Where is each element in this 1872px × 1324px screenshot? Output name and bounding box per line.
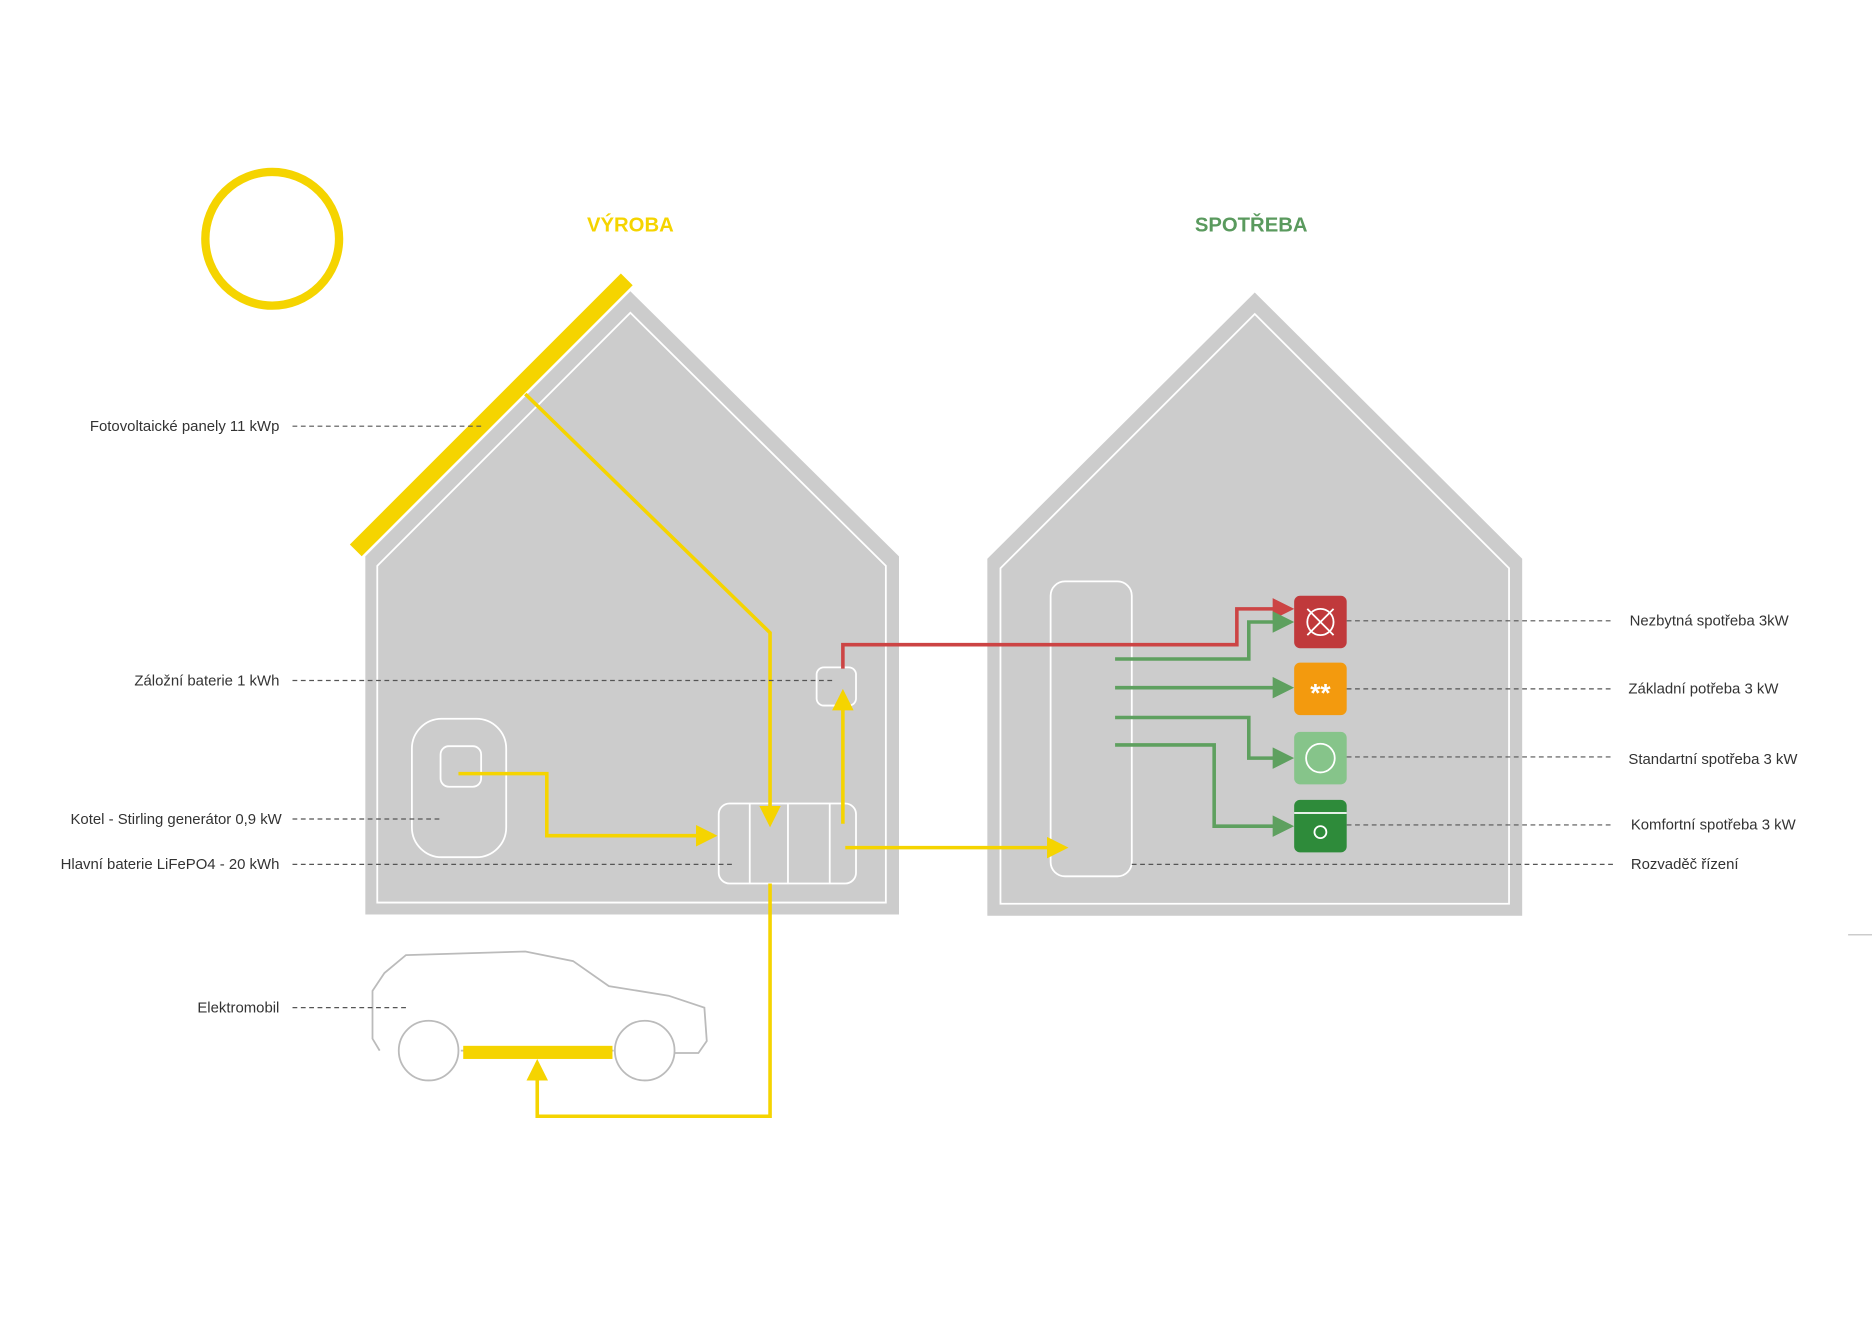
main-battery [717, 802, 857, 885]
boiler-core [439, 745, 483, 788]
electric-car [371, 950, 708, 1082]
two-stars-icon: ** [1294, 662, 1347, 716]
control-switchboard [1049, 580, 1133, 878]
circle-icon [1294, 731, 1347, 785]
label-electric-car: Elektromobil [197, 999, 279, 1016]
svg-text:**: ** [1310, 678, 1331, 708]
sun-icon [201, 167, 344, 310]
label-basic: Základní potřeba 3 kW [1628, 681, 1779, 698]
label-boiler: Kotel - Stirling generátor 0,9 kW [70, 811, 282, 828]
label-essential: Nezbytná spotřeba 3kW [1630, 613, 1790, 630]
consumption-title: SPOTŘEBA [1195, 213, 1308, 237]
solar-panel [349, 273, 633, 557]
label-standard: Standartní spotřeba 3 kW [1628, 751, 1798, 768]
production-house [365, 291, 899, 915]
label-main-battery: Hlavní baterie LiFePO4 - 20 kWh [61, 856, 280, 873]
boiler-stirling-generator [410, 717, 508, 859]
consumption-house [987, 292, 1523, 916]
label-comfort: Komfortní spotřeba 3 kW [1631, 817, 1797, 834]
label-pv-panels: Fotovoltaické panely 11 kWp [90, 418, 279, 435]
label-backup-battery: Záložní baterie 1 kWh [134, 672, 279, 689]
consumption-flows [1115, 611, 1295, 837]
washing-cross-icon [1294, 595, 1347, 649]
dryer-icon [1294, 799, 1347, 853]
label-switchboard: Rozvaděč řízení [1631, 856, 1740, 873]
production-flows [458, 392, 1069, 1119]
essential-flow [841, 598, 1295, 669]
production-title: VÝROBA [587, 213, 674, 237]
